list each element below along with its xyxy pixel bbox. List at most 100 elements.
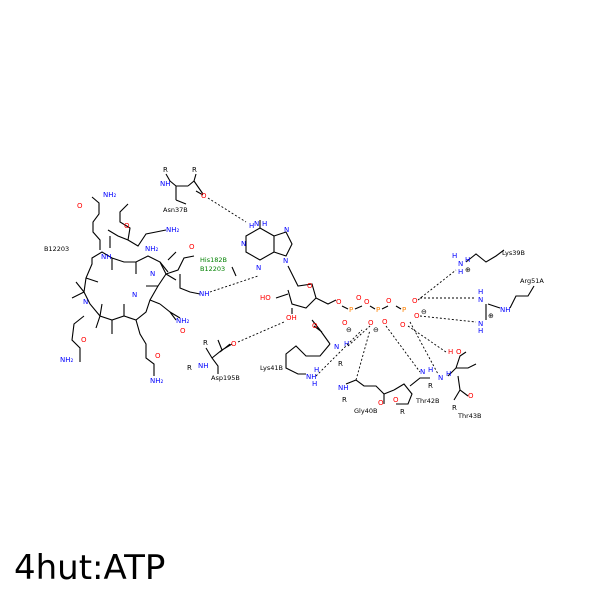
atom-h: H	[478, 288, 483, 296]
atom-o: O	[386, 297, 392, 305]
atom-minus: ⊖	[421, 308, 427, 316]
atom-o: O	[189, 243, 195, 251]
atom-o: O	[155, 352, 161, 360]
atom-n: N	[150, 270, 155, 278]
atom-h: H	[465, 256, 470, 264]
hbond-asn37b	[207, 197, 247, 223]
figure-caption: 4hut:ATP	[14, 548, 166, 588]
atom-r: R	[342, 396, 347, 404]
residue-thr43b: N H H O O R Thr43B	[438, 348, 482, 420]
atom-p-beta: P	[376, 306, 380, 314]
atom-nh: NH	[199, 290, 210, 298]
atom-h: H	[478, 327, 483, 335]
residue-lys39b: H N H H ⊕ Lys39B	[452, 249, 525, 276]
atom-o: O	[378, 399, 384, 407]
atom-r: R	[400, 408, 405, 416]
atom-o: O	[368, 319, 374, 327]
label-lys39b: Lys39B	[502, 249, 525, 257]
atom-h: H	[448, 348, 453, 356]
atom-r: R	[428, 382, 433, 390]
atom-r: R	[187, 364, 192, 372]
atom-o: O	[412, 297, 418, 305]
atom-ho: HO	[260, 294, 271, 302]
atom-n: N	[334, 343, 339, 351]
atom-o: O	[201, 192, 207, 200]
atom-nh: NH	[338, 384, 349, 392]
label-thr42b: Thr42B	[415, 397, 440, 405]
atom-h: H	[344, 340, 349, 348]
atom-h: H	[262, 220, 267, 228]
hbond-thr43b-1	[407, 325, 447, 353]
atom-oh: OH	[286, 314, 297, 322]
atom-n: N	[478, 296, 483, 304]
label-lys41b: Lys41B	[260, 364, 283, 372]
label-his182b-sub: B12203	[200, 265, 225, 273]
atom-nh2: NH₂	[176, 317, 190, 325]
atom-h: H	[452, 252, 457, 260]
hbond-lys39b	[417, 269, 457, 301]
atom-n: N	[83, 298, 88, 306]
atom-o: O	[356, 294, 362, 302]
label-arg51a: Arg51A	[520, 277, 544, 285]
residue-arg51a: H N N H ⊕ NH Arg51A	[478, 277, 544, 335]
atom-o: O	[414, 312, 420, 320]
hbond-b12203	[209, 275, 259, 293]
atom-o: O	[336, 298, 342, 306]
atom-n: N	[458, 260, 463, 268]
label-his182b: His182B	[200, 256, 227, 264]
atom-p-alpha: P	[349, 306, 353, 314]
atom-n: N	[132, 291, 137, 299]
atom-r: R	[163, 166, 168, 174]
atom-o: O	[468, 392, 474, 400]
atom-r: R	[203, 339, 208, 347]
atom-nh: NH	[101, 253, 112, 261]
atom-o: O	[77, 202, 83, 210]
hbond-gly40b	[355, 329, 371, 381]
atom-nh: NH	[198, 362, 209, 370]
residue-asp195b: R NH R O Asp195B	[187, 339, 240, 382]
atom-n: N	[284, 226, 289, 234]
atom-minus: ⊖	[373, 326, 379, 334]
hbond-lys41b-2	[315, 329, 363, 377]
atom-o: O	[231, 340, 237, 348]
atom-n: N	[254, 220, 259, 228]
atom-h: H	[428, 366, 433, 374]
atom-o: O	[81, 336, 87, 344]
atom-h: H	[314, 366, 319, 374]
hbond-asp195b	[237, 321, 285, 343]
atom-o: O	[124, 222, 130, 230]
atom-o: O	[382, 318, 388, 326]
atom-n: N	[420, 368, 425, 376]
hbond-thr43b-2	[409, 321, 439, 375]
atom-n: N	[478, 320, 483, 328]
atom-minus: ⊖	[346, 326, 352, 334]
atom-nh2: NH₂	[103, 191, 117, 199]
atom-plus: ⊕	[465, 266, 471, 274]
hbond-thr42b	[385, 325, 421, 373]
atom-o: O	[342, 319, 348, 327]
atom-o: O	[364, 298, 370, 306]
atom-nh: NH	[306, 373, 317, 381]
atom-plus: ⊕	[488, 312, 494, 320]
residue-thr42b: O R N H R Thr42B	[393, 366, 440, 416]
atom-nh: NH	[500, 306, 511, 314]
residue-gly40b: NH R O Gly40B	[338, 379, 395, 415]
residue-his182b: His182B B12203	[200, 256, 237, 277]
label-gly40b: Gly40B	[354, 407, 377, 415]
atom-nh: NH	[160, 180, 171, 188]
atom-h: H	[458, 268, 463, 276]
atom-nh2: NH₂	[166, 226, 180, 234]
residue-b12203: B12203 O NH₂ O NH₂ NH₂ NH N N N O NH NH₂…	[44, 191, 210, 385]
residue-asn37b: R NH R O Asn37B	[160, 166, 207, 214]
atom-n: N	[241, 240, 246, 248]
label-b12203: B12203	[44, 245, 69, 253]
atom-r: R	[338, 360, 343, 368]
atom-o: O	[456, 348, 462, 356]
atom-o: O	[393, 396, 399, 404]
label-asp195b: Asp195B	[211, 374, 240, 382]
atom-nh2: NH₂	[145, 245, 159, 253]
pi-contact-mark	[231, 266, 237, 277]
atom-n: N	[438, 374, 443, 382]
atom-h: H	[249, 222, 254, 230]
atom-n: N	[283, 257, 288, 265]
